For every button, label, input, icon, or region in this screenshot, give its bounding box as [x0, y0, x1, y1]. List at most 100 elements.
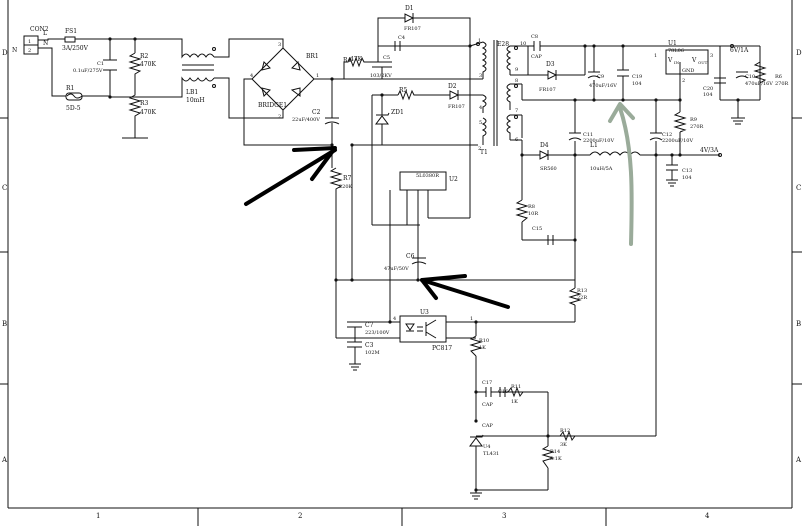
- con2-n-label: N: [43, 40, 48, 47]
- c5-label: C5: [383, 55, 390, 61]
- c8-value: CAP: [531, 54, 542, 60]
- frame-col-number: 1: [96, 512, 100, 520]
- diode-d1: D1 FR107: [377, 5, 471, 47]
- c4-label: C4: [398, 35, 405, 41]
- r6-value: 270R: [775, 81, 789, 87]
- output-4v-label: 4V/3A: [700, 147, 719, 154]
- transformer-t1: T1 E28 1 2 3 4 5 6 7 8 9 10: [469, 38, 526, 156]
- capacitor-c20: C20 104: [703, 77, 726, 98]
- output-4v-terminal: 4V/3A: [700, 147, 722, 157]
- output-6v-label: 6V/1A: [730, 47, 749, 54]
- con2-label: CON2: [30, 26, 49, 33]
- capacitor-c8: C8 CAP: [531, 34, 542, 60]
- d2-label: D2: [448, 83, 457, 90]
- r12-label: R12: [560, 428, 570, 434]
- c1-label: C1: [97, 61, 104, 67]
- frame-row-letter: B: [2, 320, 7, 328]
- capacitor-c2: C2 22uF/400V: [292, 77, 340, 145]
- c10-value: 470uF/16V: [745, 81, 773, 87]
- capacitor-c16: C16 CAP: [482, 387, 508, 429]
- t-pin-label: 3: [479, 73, 482, 79]
- r1-value: 5D-5: [66, 105, 81, 112]
- c2-value: 22uF/400V: [292, 117, 320, 123]
- c5-value: 103/2KV: [370, 73, 392, 79]
- secondary-4v-wiring: [510, 98, 720, 322]
- choke-lb1: LB1 10mH: [175, 38, 284, 119]
- u1-pin-label: 1: [654, 53, 657, 59]
- capacitor-c9: C9 470uF/16V: [587, 71, 617, 89]
- c11-value: 2200uF/10V: [583, 138, 614, 144]
- input-connector-con2: 1 2 CON2 L N N: [12, 26, 49, 55]
- r9-label: R9: [690, 117, 697, 123]
- c7-label: C7: [365, 322, 374, 329]
- u4-label: U4: [483, 444, 490, 450]
- resistor-r8: R8 10R: [515, 199, 538, 223]
- u1-vout-sub: OUT: [698, 60, 708, 65]
- r4-value: 47K: [350, 56, 363, 63]
- black-arrow-lower: [420, 274, 510, 309]
- frame-row-letter: D: [796, 49, 802, 57]
- u3-label: U3: [420, 309, 429, 316]
- resistor-r13: R13 22R: [568, 287, 587, 306]
- resistor-r4: R4 47K: [343, 56, 372, 79]
- r14-value: 5.1K: [550, 456, 562, 462]
- frame-col-number: 2: [298, 512, 302, 520]
- t-pin-label: 1: [478, 38, 481, 44]
- capacitor-c11: C11 2200uF/10V: [568, 132, 614, 144]
- c11-label: C11: [583, 132, 593, 138]
- u3-pin-label: 1: [470, 316, 473, 322]
- r2-value: 470K: [140, 61, 156, 68]
- br-pin-label: 1: [316, 73, 319, 79]
- frame-row-letter: C: [796, 184, 801, 192]
- thermistor-r1: R1 5D-5: [65, 85, 83, 112]
- r3-value: 470K: [140, 109, 156, 116]
- t-pin-label: 7: [515, 108, 518, 114]
- capacitor-c13: C13 104: [666, 164, 692, 181]
- t-pin-label: 5: [479, 120, 482, 126]
- input-wiring: [38, 37, 175, 139]
- c9-label: C9: [597, 74, 604, 80]
- capacitor-c19: C19 104: [617, 69, 642, 87]
- capacitor-c1: C1 0.1uF/275V: [73, 59, 117, 74]
- c17-label: C17: [482, 380, 492, 386]
- ic-u2: 5L0380R U2: [399, 171, 458, 191]
- d4-label: D4: [540, 142, 549, 149]
- br1-label: BR1: [306, 53, 319, 60]
- u1-vout-label: V: [691, 57, 697, 64]
- r2-label: R2: [140, 53, 149, 60]
- u3-part: PC817: [432, 345, 452, 352]
- r4-label: R4: [343, 57, 352, 64]
- zener-zd1: ZD1: [375, 95, 404, 145]
- fs1-value: 3A/250V: [62, 45, 89, 52]
- u1-vin-sub: IN: [674, 60, 680, 65]
- e28-label: E28: [497, 41, 509, 48]
- frame-row-letter: A: [1, 456, 8, 464]
- u2-label: U2: [449, 176, 458, 183]
- r9-value: 270R: [690, 124, 704, 130]
- c17-value: CAP: [482, 402, 493, 408]
- d3-value: FR107: [539, 87, 556, 93]
- c13-label: C13: [682, 168, 692, 174]
- t1-label: T1: [480, 149, 488, 156]
- c15-label: C15: [532, 226, 542, 232]
- c6-value: 47uF/50V: [384, 266, 409, 272]
- d1-value: FR107: [404, 26, 421, 32]
- optocoupler-u3: U3 PC817 4 1: [393, 309, 575, 352]
- u1-label: U1: [668, 40, 677, 47]
- lb1-label: LB1: [186, 89, 198, 96]
- regulator-u1: V IN V OUT GND U1 78L06 1 2 3: [654, 40, 713, 84]
- frame-row-letter: D: [2, 49, 8, 57]
- lb1-value: 10mH: [186, 97, 205, 104]
- t-pin-label: 8: [515, 78, 518, 84]
- resistor-r2: R2 470K: [128, 52, 156, 86]
- c3-value: 102M: [365, 350, 380, 356]
- br-pin-label: 4: [250, 73, 253, 79]
- diode-d3: D3 FR107: [539, 61, 558, 93]
- con2-n-label: N: [12, 47, 17, 54]
- output-6v-terminal: 6V/1A: [730, 44, 749, 54]
- t-pin-label: 9: [515, 67, 518, 73]
- bridge1-label: BRIDGE1: [258, 102, 287, 109]
- con2-l-label: L: [43, 30, 47, 37]
- u1-pin-label: 2: [682, 78, 685, 84]
